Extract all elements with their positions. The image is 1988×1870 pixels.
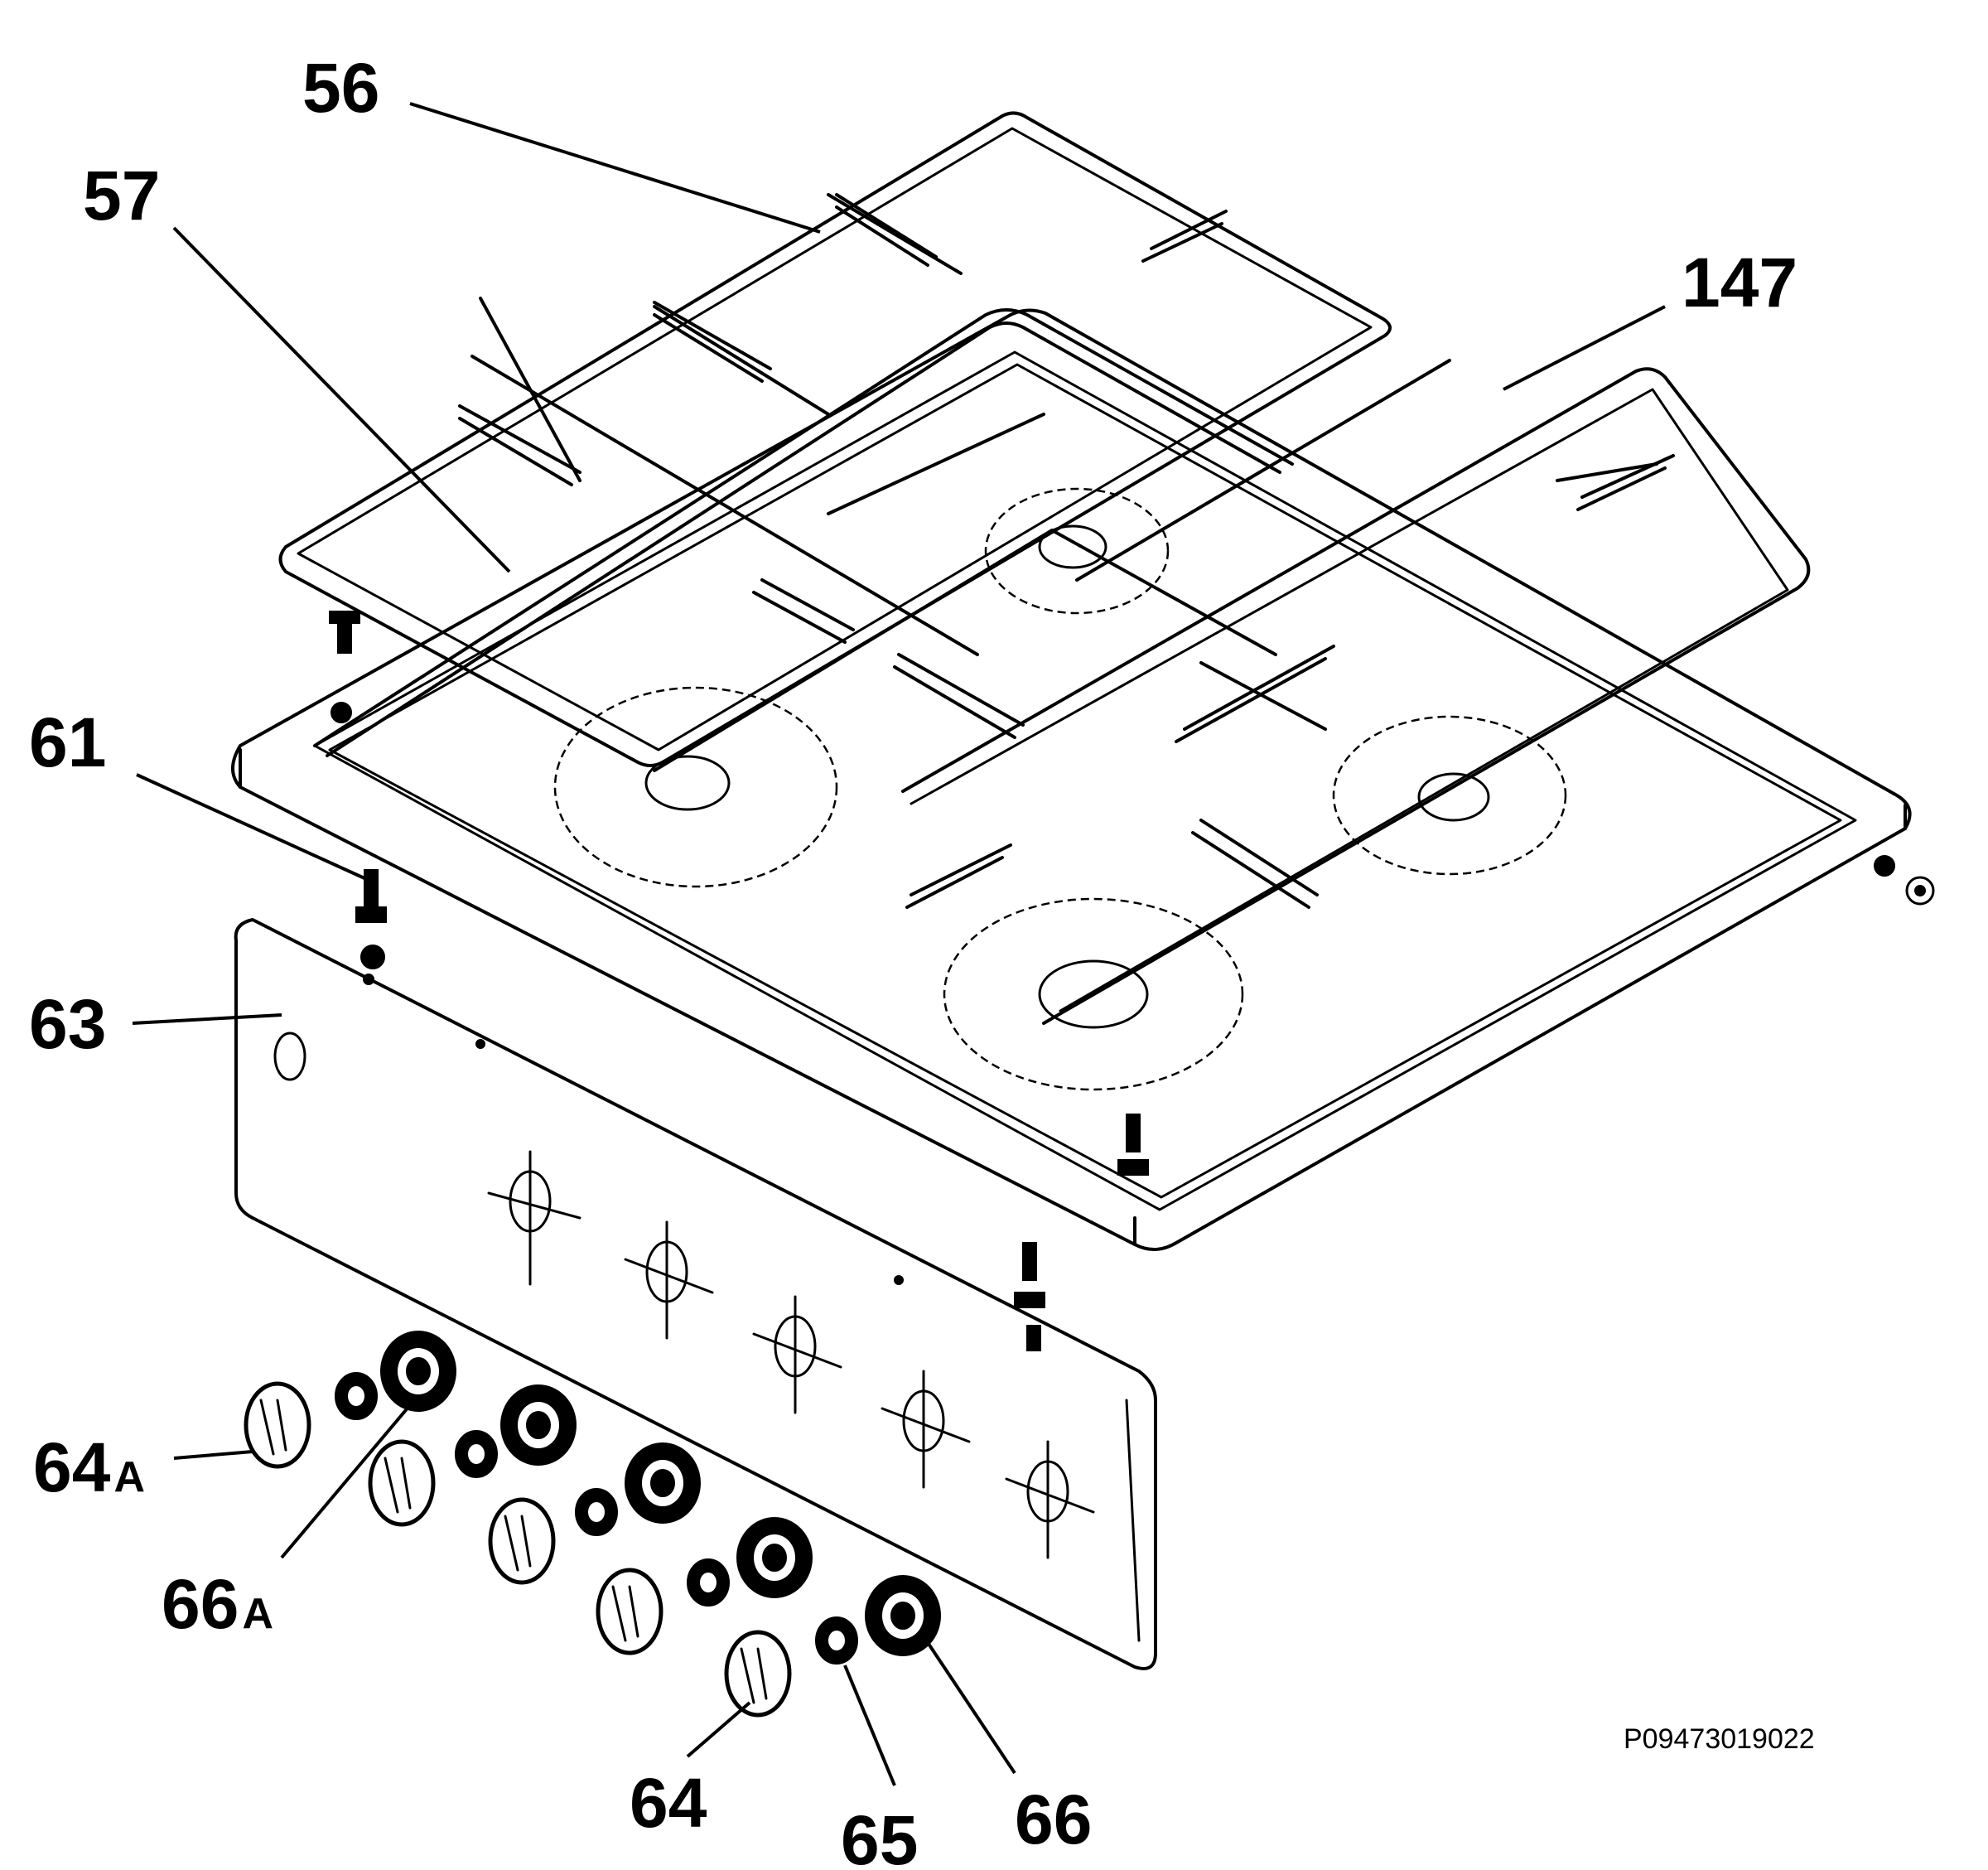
drawing-code: P09473019022 bbox=[1624, 1723, 1815, 1755]
part-labels: 56 57 147 61 63 64A 66A 64 65 66 P094730… bbox=[29, 49, 1815, 1870]
ring-65-set-1 bbox=[335, 1372, 378, 1420]
bezel-3 bbox=[625, 1442, 701, 1524]
ring-65-set-4 bbox=[687, 1558, 730, 1607]
burner-front bbox=[943, 897, 1244, 1091]
knob-64A bbox=[244, 1381, 311, 1469]
bezel-66A bbox=[380, 1331, 456, 1412]
label-147: 147 bbox=[1682, 244, 1797, 321]
control-panel-63 bbox=[234, 918, 1157, 1670]
bezel-66 bbox=[865, 1575, 941, 1656]
hob-screws bbox=[329, 611, 1935, 1351]
ring-65-set-2 bbox=[455, 1430, 498, 1478]
label-66A: 66A bbox=[162, 1565, 273, 1643]
label-64: 64 bbox=[630, 1764, 707, 1842]
knob-4 bbox=[596, 1568, 663, 1655]
burner-right bbox=[1332, 715, 1567, 876]
label-64A-number: 64 bbox=[33, 1428, 111, 1506]
grid-fingers bbox=[458, 193, 1675, 909]
label-66A-suffix: A bbox=[242, 1590, 273, 1638]
ring-65-set-3 bbox=[575, 1488, 618, 1536]
label-57: 57 bbox=[83, 157, 160, 234]
leader-lines bbox=[132, 102, 1666, 1786]
hob-top-frame bbox=[231, 308, 1912, 1251]
burner-rear bbox=[984, 487, 1170, 615]
pan-support-147 bbox=[901, 359, 1811, 1025]
label-63: 63 bbox=[29, 985, 106, 1063]
bezel-4 bbox=[736, 1517, 813, 1598]
label-66A-number: 66 bbox=[162, 1565, 239, 1643]
burner-front-left bbox=[553, 686, 838, 888]
knob-3 bbox=[488, 1497, 556, 1585]
label-65: 65 bbox=[841, 1801, 918, 1870]
label-56: 56 bbox=[302, 49, 379, 127]
label-64A: 64A bbox=[33, 1428, 145, 1506]
knob-2 bbox=[368, 1439, 436, 1527]
ring-65 bbox=[815, 1616, 858, 1665]
label-64A-suffix: A bbox=[113, 1453, 145, 1501]
bezel-2 bbox=[500, 1384, 577, 1466]
pan-support-57 bbox=[278, 111, 1392, 767]
label-66: 66 bbox=[1015, 1781, 1092, 1858]
knob-64 bbox=[724, 1630, 792, 1718]
pan-support-centre bbox=[313, 308, 1294, 772]
label-61: 61 bbox=[29, 703, 106, 781]
